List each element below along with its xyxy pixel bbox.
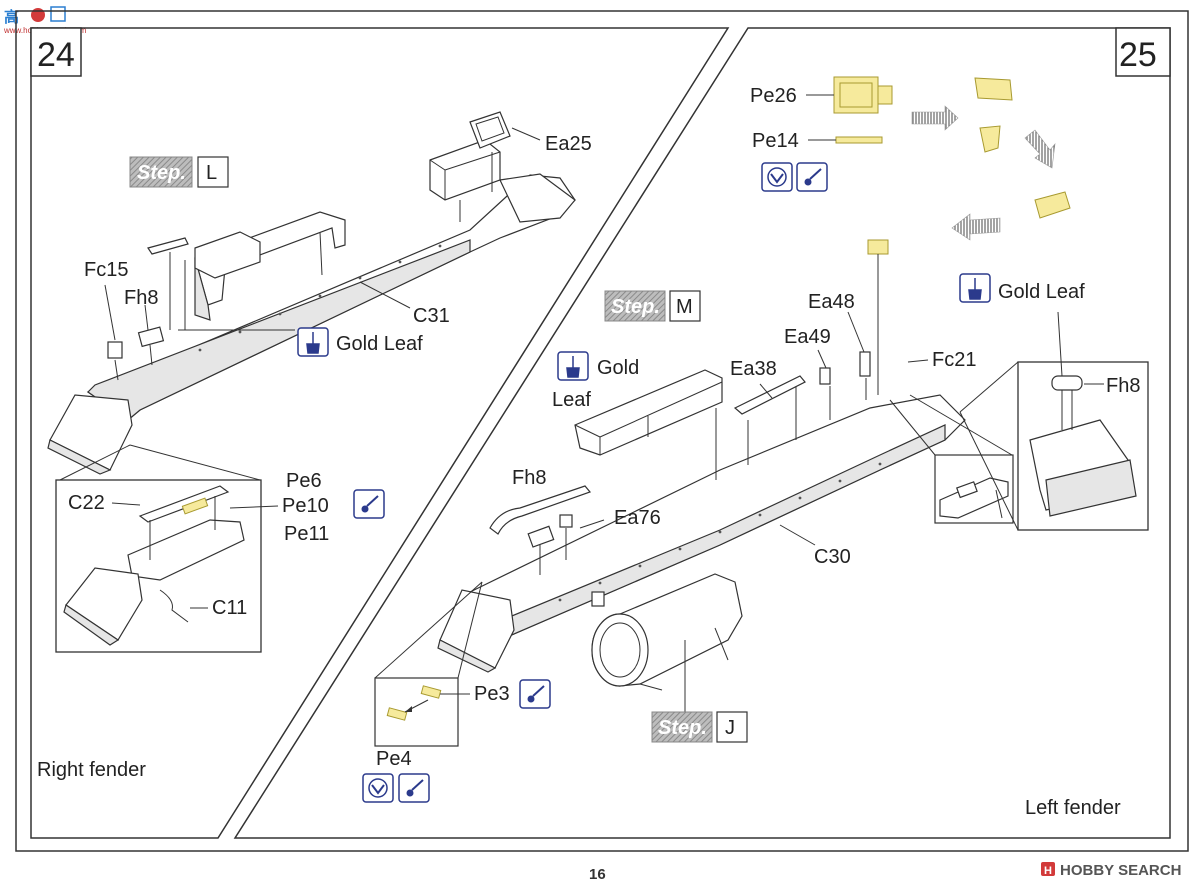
step-ref-letter-j: J: [725, 717, 735, 739]
bend-icon: [398, 773, 430, 803]
page-number: 16: [589, 866, 606, 883]
right-inset-drawing: [1029, 311, 1137, 517]
gold-leaf-note: Gold Leaf: [297, 327, 423, 357]
footer-logo: H HOBBY SEARCH: [1041, 862, 1181, 879]
label-ea76: Ea76: [614, 507, 661, 529]
label-gold: Gold: [597, 357, 639, 379]
left-fender-drawing: [437, 239, 966, 712]
label-fh8: Fh8: [124, 287, 158, 309]
gold-leaf-note-center: Gold Leaf: [552, 351, 639, 411]
logo-text: HOBBY SEARCH: [1060, 862, 1181, 879]
label-pe6: Pe6: [286, 470, 322, 492]
label-gold-leaf-right: Gold Leaf: [998, 281, 1085, 303]
label-fc21: Fc21: [932, 349, 976, 371]
label-pe11: Pe11: [284, 523, 329, 545]
step24-panel: [30, 27, 730, 839]
step-ref-letter-m: M: [676, 296, 693, 318]
step24-number: 24: [37, 36, 75, 74]
watermark-box-icon: [50, 6, 66, 22]
gold-leaf-note-right: Gold Leaf: [959, 273, 1085, 303]
step25-step-badge-m: Step. M: [604, 290, 701, 322]
step24-step-badge: Step. L: [129, 156, 229, 188]
label-c11: C11: [212, 597, 247, 619]
label-pe4: Pe4: [376, 748, 412, 770]
label-ea48: Ea48: [808, 291, 855, 313]
label-gold-leaf: Gold Leaf: [336, 333, 423, 355]
photo-etch-icon: [761, 162, 793, 192]
caption-right-fender: Right fender: [37, 759, 146, 781]
label-c22: C22: [68, 492, 105, 514]
step25-step-badge-j: Step. J: [651, 711, 748, 743]
label-c31: C31: [413, 305, 450, 327]
step25-number-box: [1115, 27, 1171, 77]
page-frame: [15, 10, 1189, 852]
right-fender-drawing: [47, 111, 576, 475]
svg-text:Step.: Step.: [658, 717, 707, 739]
bend-icon: [796, 162, 828, 192]
fold-sequence: [911, 77, 1071, 241]
pe-inset-drawing: [386, 685, 442, 721]
label-pe10: Pe10: [282, 495, 329, 517]
logo-mark: H: [1044, 865, 1052, 877]
step25-number: 25: [1119, 36, 1157, 74]
step-ref-letter: L: [206, 162, 217, 184]
label-pe14: Pe14: [752, 130, 799, 152]
svg-text:Step.: Step.: [611, 296, 660, 318]
hobby-search-logo-icon: [1041, 862, 1055, 876]
label-c30: C30: [814, 546, 851, 568]
label-pe3: Pe3: [474, 683, 510, 705]
bend-icon: [519, 679, 551, 709]
step25-panel: [233, 27, 1171, 839]
step-word: Step.: [137, 162, 186, 184]
label-ea49: Ea49: [784, 326, 831, 348]
pe26-part: [833, 76, 893, 114]
pe14-part: [835, 136, 883, 144]
label-fc15: Fc15: [84, 259, 128, 281]
label-ea25: Ea25: [545, 133, 592, 155]
small-inset-drawing: [939, 477, 1009, 519]
label-leaf: Leaf: [552, 389, 591, 411]
photo-etch-icon: [362, 773, 394, 803]
label-pe26: Pe26: [750, 85, 797, 107]
label-fh8-right: Fh8: [1106, 375, 1140, 397]
bend-icon: [353, 489, 385, 519]
watermark-dot-icon: [31, 8, 45, 22]
inset-drawing: [63, 485, 245, 646]
caption-left-fender: Left fender: [1025, 797, 1121, 819]
step24-number-box: [30, 27, 82, 77]
label-fh8-center: Fh8: [512, 467, 546, 489]
step25-detail-inset-pe: [374, 677, 459, 747]
label-ea38: Ea38: [730, 358, 777, 380]
